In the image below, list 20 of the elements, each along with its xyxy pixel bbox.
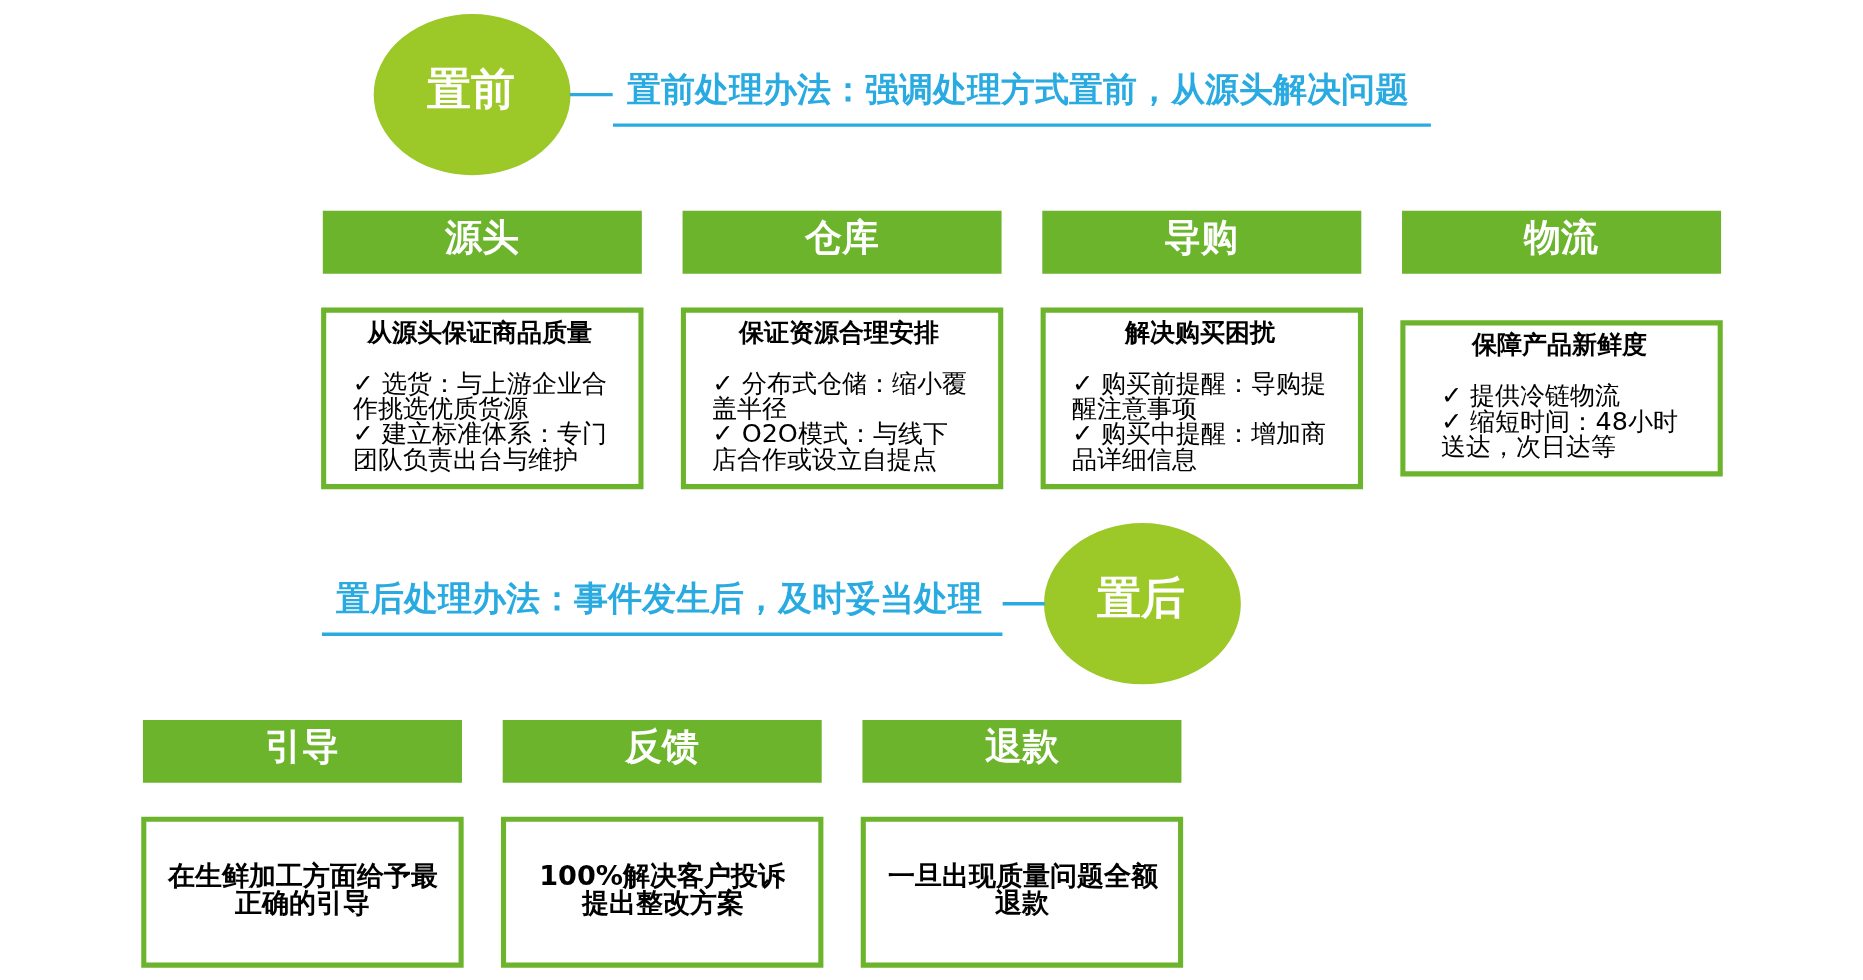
node-box: 在生鲜加工方面给予最正确的引导 bbox=[140, 816, 464, 968]
connector bbox=[1002, 602, 1045, 606]
node-box: 引导 bbox=[142, 719, 462, 783]
node-box: 从源头保证商品质量 ✓ 选货：与上游企业合作挑选优质货源 ✓ 建立标准体系：专门团队负责出台与维护 bbox=[320, 307, 644, 490]
node-box: 100%解决客户投诉提出整改方案 bbox=[500, 816, 823, 968]
node-box: 仓库 bbox=[682, 210, 1002, 274]
node-box: 物流 bbox=[1401, 210, 1721, 274]
node-ellipse: 置前 bbox=[373, 14, 571, 176]
node-box: 反馈 bbox=[502, 719, 822, 783]
node-box: 源头 bbox=[322, 210, 642, 274]
node-text: 置前处理办法：强调处理方式置前，从源头解决问题 bbox=[626, 70, 1409, 110]
node-ellipse: 置后 bbox=[1043, 523, 1241, 685]
node-box: 退款 bbox=[861, 719, 1181, 783]
connector bbox=[569, 92, 613, 97]
node-box: 一旦出现质量问题全额退款 bbox=[860, 816, 1183, 968]
node-box: 解决购买困扰 ✓ 购买前提醒：导购提醒注意事项 ✓ 购买中提醒：增加商品详细信息 bbox=[1040, 307, 1363, 490]
node-box: 保证资源合理安排 ✓ 分布式仓储：缩小覆盖半径 ✓ O2O模式：与线下店合作或设立自提点 bbox=[680, 307, 1003, 490]
node-box: 导购 bbox=[1041, 210, 1361, 274]
node-box: 保障产品新鲜度 ✓ 提供冷链物流 ✓ 缩短时间：48小时送达，次日达等 bbox=[1399, 320, 1723, 477]
node-text: 置后处理办法：事件发生后，及时妥当处理 bbox=[335, 579, 982, 619]
